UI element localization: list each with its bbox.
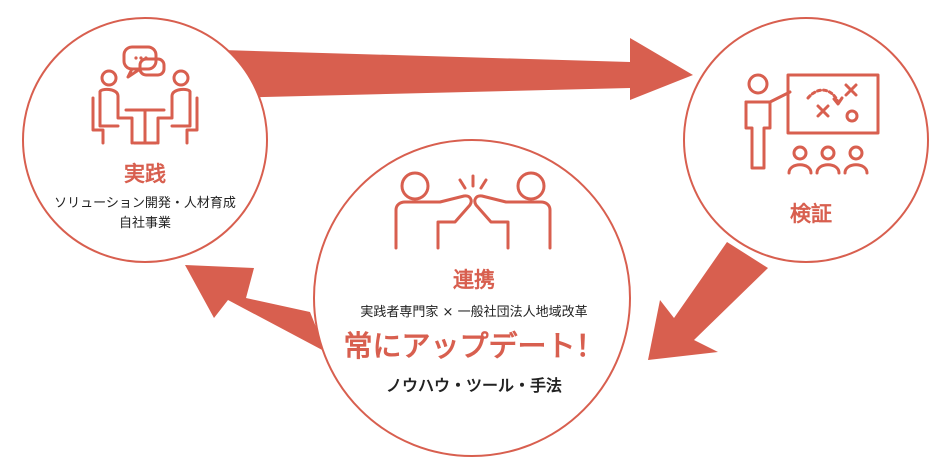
presentation-icon (744, 73, 880, 175)
practice-title: 実践 (124, 162, 166, 186)
arrow-verification-to-collaboration (648, 242, 768, 360)
collaboration-subtitle: 実践者専門家 × 一般社団法人地域改革 (360, 304, 587, 320)
arrow-practice-to-verification (222, 38, 693, 100)
collaboration-circle (313, 139, 631, 457)
collaboration-headline: 常にアップデート！ (343, 329, 604, 363)
collaboration-title: 連携 (453, 268, 495, 292)
verification-node: 検証 (683, 17, 929, 263)
practice-node: 実践 ソリューション開発・人材育成 自社事業 (22, 17, 268, 263)
verification-title: 検証 (790, 202, 832, 226)
meeting-icon (91, 45, 199, 145)
collaboration-caption: ノウハウ・ツール・手法 (386, 376, 562, 395)
collaboration-node: 連携 実践者専門家 × 一般社団法人地域改革 常にアップデート！ ノウハウ・ツー… (313, 139, 631, 457)
high-five-icon (394, 171, 552, 250)
arrow-collaboration-to-practice (185, 265, 326, 352)
practice-line2: 自社事業 (119, 215, 171, 231)
verification-circle (683, 17, 929, 263)
practice-line1: ソリューション開発・人材育成 (54, 195, 236, 211)
